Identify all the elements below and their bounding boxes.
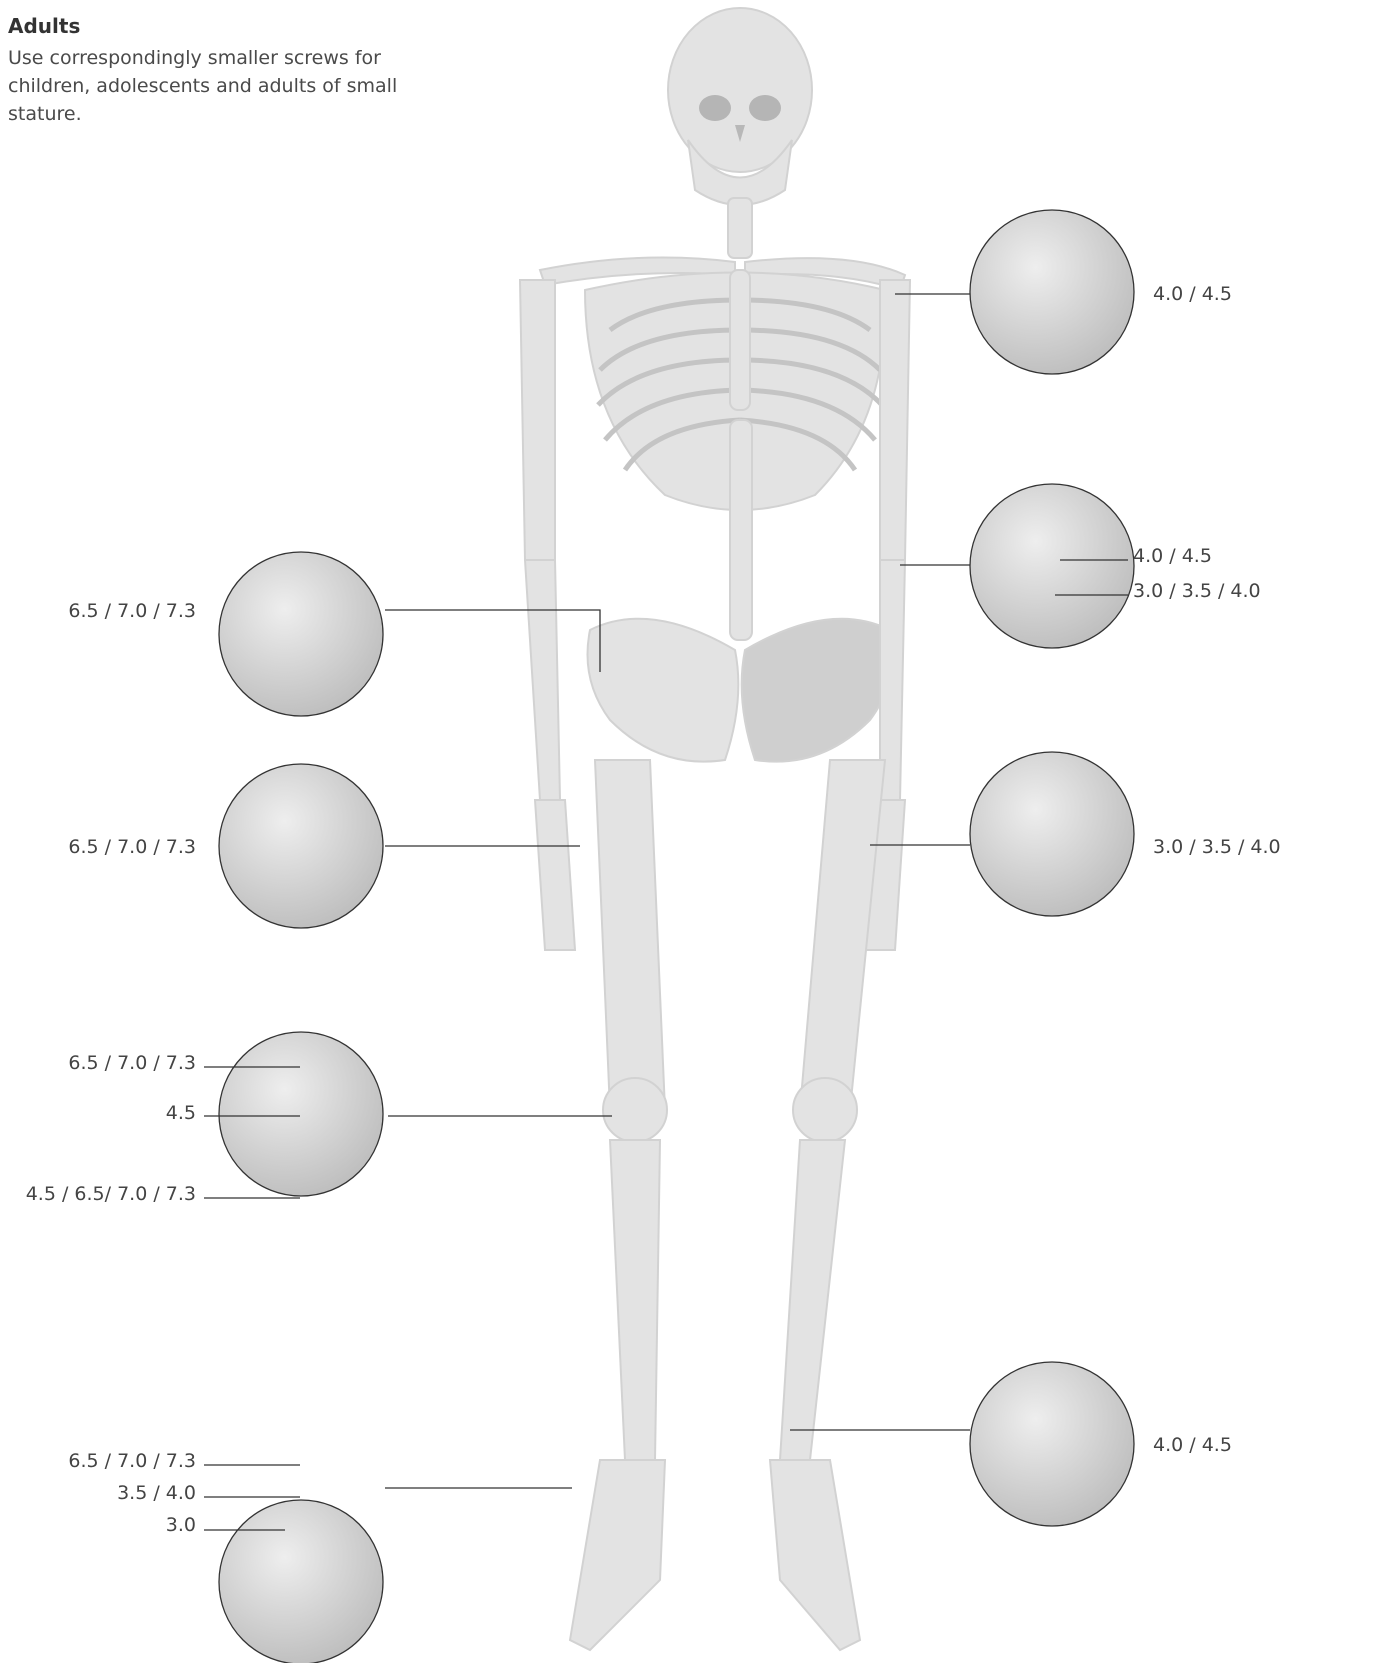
tibia-right xyxy=(780,1140,845,1460)
femur-left xyxy=(595,760,665,1110)
detail-circle-ankle-right xyxy=(970,1362,1134,1526)
pelvis-right xyxy=(742,619,893,762)
humerus-right xyxy=(880,280,910,560)
label-elbow-2: 3.0 / 3.5 / 4.0 xyxy=(1133,580,1261,602)
eye-socket-left xyxy=(699,95,731,121)
label-foot-2: 3.5 / 4.0 xyxy=(117,1482,196,1504)
label-hip: 6.5 / 7.0 / 7.3 xyxy=(68,836,196,858)
cervical-spine xyxy=(728,198,752,258)
label-knee-2: 4.5 xyxy=(166,1102,196,1124)
label-ankle-right: 4.0 / 4.5 xyxy=(1153,1434,1232,1456)
pelvis-left xyxy=(588,619,739,762)
label-knee-1: 6.5 / 7.0 / 7.3 xyxy=(68,1052,196,1074)
knee-left xyxy=(603,1078,667,1142)
detail-circle-pelvis xyxy=(219,552,383,716)
lumbar-spine xyxy=(730,420,752,640)
hand-left xyxy=(535,800,575,950)
detail-circle-foot-left xyxy=(219,1500,383,1663)
knee-right xyxy=(793,1078,857,1142)
label-elbow-1: 4.0 / 4.5 xyxy=(1133,545,1212,567)
foot-left xyxy=(570,1460,665,1650)
label-wrist: 3.0 / 3.5 / 4.0 xyxy=(1153,836,1281,858)
tibia-left xyxy=(610,1140,660,1460)
label-shoulder: 4.0 / 4.5 xyxy=(1153,283,1232,305)
sternum xyxy=(730,270,750,410)
detail-circle-wrist xyxy=(970,752,1134,916)
label-foot-1: 6.5 / 7.0 / 7.3 xyxy=(68,1450,196,1472)
label-foot-3: 3.0 xyxy=(166,1514,196,1536)
label-pelvis: 6.5 / 7.0 / 7.3 xyxy=(68,600,196,622)
detail-circle-shoulder xyxy=(970,210,1134,374)
detail-circle-hip xyxy=(219,764,383,928)
eye-socket-right xyxy=(749,95,781,121)
detail-circle-knee xyxy=(219,1032,383,1196)
foot-right xyxy=(770,1460,860,1650)
forearm-left xyxy=(525,560,560,800)
skeleton-illustration xyxy=(520,8,910,1650)
humerus-left xyxy=(520,280,555,560)
detail-circle-elbow xyxy=(970,484,1134,648)
label-knee-3: 4.5 / 6.5/ 7.0 / 7.3 xyxy=(26,1183,196,1205)
